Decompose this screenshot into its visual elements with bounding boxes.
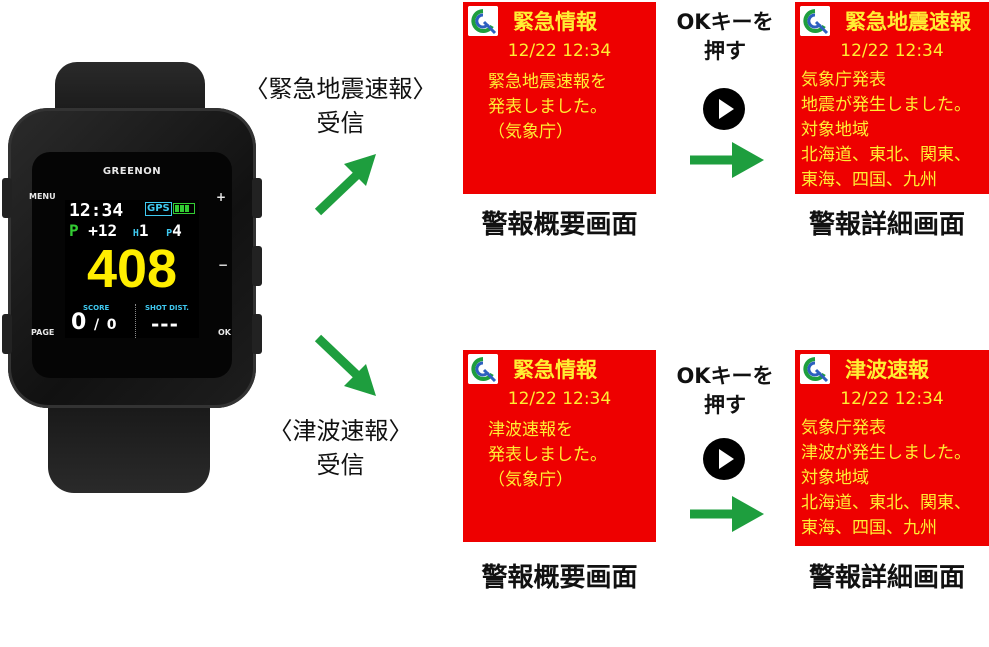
ok-play-button — [703, 438, 745, 480]
panel-body: 気象庁発表 津波が発生しました。 対象地域 北海道、東北、関東、 東海、四国、九… — [801, 418, 971, 538]
brand-logo: GREENON — [102, 166, 162, 177]
panel-header: 緊急地震速報 — [795, 2, 989, 38]
par-label: P — [166, 228, 173, 239]
score-value: 0 / 0 — [71, 310, 117, 335]
play-icon — [719, 449, 734, 469]
gps-indicator: GPS — [145, 202, 172, 216]
caption-detail-screen: 警報詳細画面 — [808, 210, 965, 240]
panel-body: 緊急地震速報を 発表しました。 （気象庁） — [488, 72, 607, 142]
side-button-ok[interactable] — [252, 314, 262, 354]
side-button-page[interactable] — [2, 314, 12, 354]
ok-label: OK — [218, 328, 231, 337]
panel-header: 緊急情報 — [463, 2, 656, 38]
menu-label: MENU — [29, 192, 56, 201]
event-title: 〈緊急地震速報〉 — [244, 75, 437, 103]
ok-instruction-line2: 押す — [704, 39, 746, 63]
watch-case: GREENON MENU + − PAGE OK 12:34 GPS P +12… — [2, 108, 262, 408]
page-label: PAGE — [31, 328, 55, 337]
panel-header: 津波速報 — [795, 350, 989, 386]
ok-instruction-line1: OKキーを — [676, 364, 774, 388]
ok-play-button — [703, 88, 745, 130]
hole-label: H — [132, 228, 139, 239]
watch-screen: 12:34 GPS P +12 H1 P4 408 SCORE SHOT DIS… — [65, 200, 199, 338]
arrow-up-right-icon — [314, 154, 376, 216]
distance-value: 408 — [86, 239, 178, 299]
hole-delta: +12 — [88, 221, 118, 240]
caption-detail-screen: 警報詳細画面 — [808, 563, 965, 593]
ok-instruction-line1: OKキーを — [676, 10, 774, 34]
panel-header: 緊急情報 — [463, 350, 656, 386]
panel-body: 気象庁発表 地震が発生しました。 対象地域 北海道、東北、関東、 東海、四国、九… — [801, 70, 971, 190]
score-secondary: 0 — [106, 317, 117, 333]
side-button-plus[interactable] — [252, 178, 262, 218]
play-icon — [719, 99, 734, 119]
panel-timestamp: 12/22 12:34 — [840, 389, 944, 409]
score-label: SCORE — [83, 304, 110, 312]
shot-dist-label: SHOT DIST. — [145, 304, 189, 312]
par-number: 4 — [172, 221, 182, 240]
hole-info-row: P +12 H1 P4 — [69, 221, 182, 240]
panel-title: 緊急情報 — [513, 358, 597, 382]
caption-summary-screen: 警報概要画面 — [481, 210, 638, 240]
panel-timestamp: 12/22 12:34 — [840, 41, 944, 61]
minus-label: − — [218, 258, 229, 272]
quake-alert-logo-icon — [800, 354, 830, 384]
arrow-right-icon — [690, 142, 764, 178]
ok-instruction-line2: 押す — [704, 393, 746, 417]
score-separator: / — [93, 317, 100, 333]
detail-screen-earthquake: 緊急地震速報 12/22 12:34 気象庁発表 地震が発生しました。 対象地域… — [795, 2, 989, 194]
panel-title: 緊急情報 — [513, 10, 597, 34]
summary-screen-tsunami: 緊急情報 12/22 12:34 津波速報を 発表しました。 （気象庁） — [463, 350, 656, 542]
quake-alert-logo-icon — [800, 6, 830, 36]
panel-timestamp: 12/22 12:34 — [507, 389, 612, 409]
panel-title: 津波速報 — [845, 358, 929, 382]
side-button-menu[interactable] — [2, 178, 12, 218]
panel-title: 緊急地震速報 — [845, 10, 971, 34]
hole-number: 1 — [138, 221, 149, 240]
event-sub: 受信 — [316, 109, 365, 137]
event-label-tsunami: 〈津波速報〉 受信 — [228, 414, 453, 482]
watch-bezel: GREENON MENU + − PAGE OK 12:34 GPS P +12… — [29, 152, 232, 378]
event-sub: 受信 — [316, 451, 365, 479]
panel-body: 津波速報を 発表しました。 （気象庁） — [488, 420, 607, 490]
caption-summary-screen: 警報概要画面 — [481, 563, 638, 593]
golf-watch: GREENON MENU + − PAGE OK 12:34 GPS P +12… — [0, 0, 270, 560]
clock-time: 12:34 — [69, 200, 124, 221]
screen-divider — [135, 304, 137, 338]
battery-icon — [173, 203, 195, 214]
score-primary: 0 — [71, 310, 87, 335]
plus-label: + — [216, 190, 227, 204]
ok-instruction: OKキーを 押す — [655, 362, 795, 420]
event-label-earthquake: 〈緊急地震速報〉 受信 — [228, 72, 453, 140]
event-title: 〈津波速報〉 — [268, 417, 413, 445]
flag-icon: P — [69, 221, 79, 240]
arrow-right-icon — [690, 496, 764, 532]
side-button-minus[interactable] — [252, 246, 262, 286]
summary-screen-earthquake: 緊急情報 12/22 12:34 緊急地震速報を 発表しました。 （気象庁） — [463, 2, 656, 194]
detail-screen-tsunami: 津波速報 12/22 12:34 気象庁発表 津波が発生しました。 対象地域 北… — [795, 350, 989, 546]
panel-timestamp: 12/22 12:34 — [507, 41, 612, 61]
ok-instruction: OKキーを 押す — [655, 8, 795, 66]
arrow-down-right-icon — [314, 334, 376, 396]
quake-alert-logo-icon — [468, 6, 498, 36]
quake-alert-logo-icon — [468, 354, 498, 384]
shot-dist-value: --- — [151, 312, 179, 336]
